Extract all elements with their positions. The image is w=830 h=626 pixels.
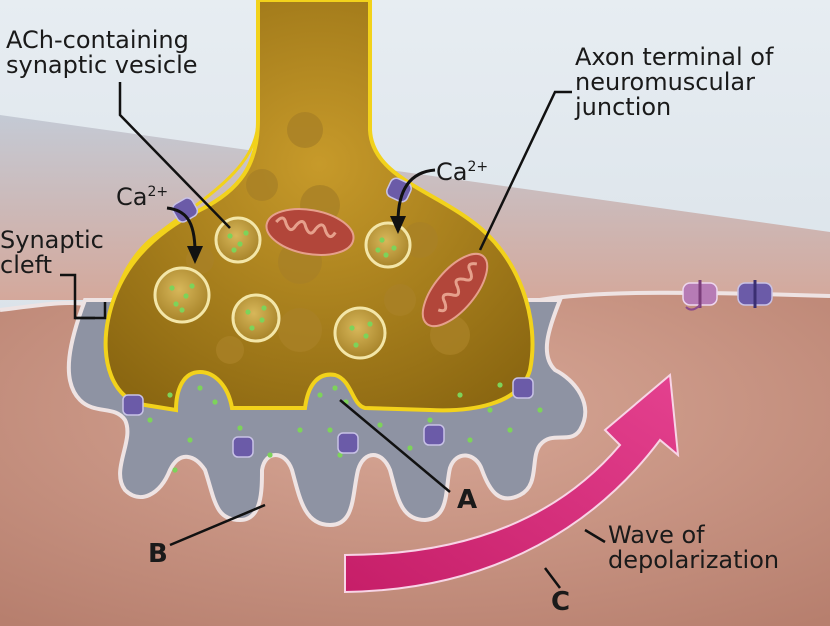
leader-vesicle [118,82,231,229]
synaptic-cleft-label-line-1: Synaptic [0,226,104,254]
cleft-bracket [75,302,107,320]
leader-b [169,503,266,547]
leader-a [339,399,451,493]
leader-lines [60,82,606,589]
leader-wave [584,528,606,544]
synaptic-vesicles [153,216,412,360]
ach-receptors [122,377,534,458]
synaptic-cleft-label-line-2: cleft [0,251,53,279]
mitochondrion-1 [265,208,355,256]
marker-b: B [148,539,168,569]
calcium-label-left: Ca2+ [116,183,169,211]
ach-molecules-in-vesicles [169,230,397,348]
axon-terminal-label-line-3: junction [575,93,672,121]
axon-terminal-label-line-2: neuromuscular [575,68,755,96]
ach-molecules-in-cleft [147,382,543,473]
axon-terminal-label-line-1: Axon terminal of [575,43,774,71]
calcium-arrow-left [166,206,197,253]
vesicle-label: ACh-containing synaptic vesicle [6,28,198,78]
calcium-channels [171,177,412,223]
marker-a: A [457,485,478,515]
calcium-arrow-right [396,168,436,223]
vesicle [214,216,262,264]
vesicle [231,293,281,343]
sarcolemma-edge [539,290,830,302]
wave-label-line-2: depolarization [608,546,780,574]
synaptic-cleft-label: Synaptic cleft [0,228,104,278]
wave-label-line-1: Wave of [608,521,705,549]
calcium-label-right: Ca2+ [436,158,489,186]
vesicle-label-line-2: synaptic vesicle [6,51,198,79]
axon-terminal-label: Axon terminal of neuromuscular junction [575,45,773,120]
leader-terminal [478,90,572,251]
wave-label: Wave of depolarization [608,523,779,573]
sarcolemma-channels [682,280,773,311]
vesicle [153,266,211,324]
leader-c [544,567,561,589]
vesicle [364,221,412,269]
depolarization-arrow [344,373,680,594]
vesicle [333,306,387,360]
vesicle-label-line-1: ACh-containing [6,26,189,54]
marker-c: C [551,587,571,617]
mitochondrion-2 [421,252,489,328]
calcium-influx-arrows [166,168,436,264]
